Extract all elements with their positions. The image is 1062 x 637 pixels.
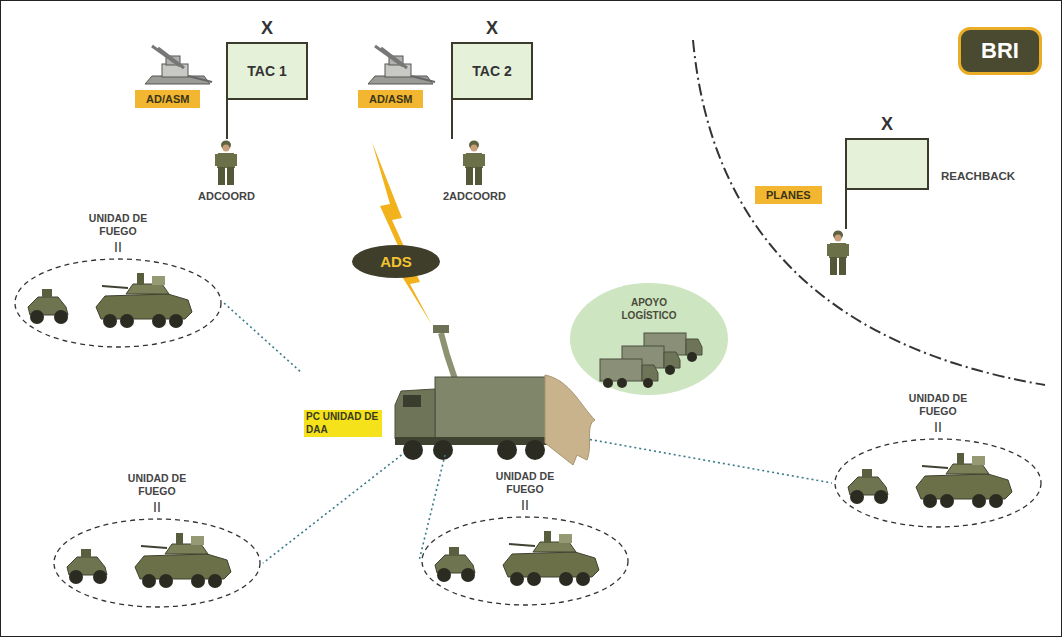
- gun-figure: [368, 46, 435, 84]
- command-flag: XTAC 2: [451, 42, 533, 100]
- light-vehicle: [435, 547, 475, 582]
- unit-heading: UNIDAD DE FUEGO: [111, 472, 203, 497]
- soldier-figure: [463, 141, 485, 186]
- role-tag: AD/ASM: [358, 90, 423, 108]
- unit-ellipse: [54, 519, 260, 607]
- link-line: [590, 440, 832, 484]
- armored-vehicle: [916, 453, 1012, 508]
- armored-vehicle: [503, 531, 599, 586]
- radio-link-bolt: [372, 142, 432, 325]
- light-vehicle: [848, 469, 888, 504]
- fire-unit: UNIDAD DE FUEGO II: [832, 392, 1044, 529]
- unit-heading: UNIDAD DE FUEGO: [72, 212, 164, 237]
- command-flag: XREACHBACK: [845, 138, 929, 190]
- supply-truck: [600, 359, 658, 388]
- flag-mark: X: [847, 114, 927, 134]
- post-label: PC UNIDAD DE DAA: [304, 410, 382, 437]
- unit-heading: UNIDAD DE FUEGO: [479, 470, 571, 495]
- area-boundary: [693, 40, 1045, 385]
- logistics-area: APOYO LOGÍSTICO: [570, 283, 728, 395]
- unit-size-symbol: II: [419, 497, 631, 514]
- link-line: [263, 455, 402, 563]
- fire-unit: UNIDAD DE FUEGO II: [419, 470, 631, 607]
- role-tag: AD/ASM: [135, 90, 200, 108]
- light-vehicle: [67, 549, 107, 584]
- unit-ellipse: [835, 439, 1041, 527]
- area-text: APOYO LOGÍSTICO: [604, 297, 694, 322]
- link-oval: ADS: [352, 245, 440, 278]
- soldier-figure: [215, 141, 237, 186]
- flag-name: REACHBACK: [941, 170, 1015, 182]
- role-label: ADCOORD: [198, 190, 255, 202]
- command-post: PC UNIDAD DE DAA: [300, 300, 590, 455]
- flag-pole: [845, 190, 847, 229]
- command-flag: XTAC 1: [226, 42, 308, 100]
- tag-text: AD/ASM: [146, 93, 189, 105]
- unit-ellipse: [422, 517, 628, 605]
- echelon-badge: BRI: [958, 27, 1042, 75]
- flag-pole: [451, 100, 453, 139]
- armored-vehicle: [96, 273, 192, 328]
- armored-vehicle: [135, 533, 231, 588]
- unit-size-symbol: II: [12, 239, 224, 256]
- role-tag: PLANES: [755, 186, 822, 204]
- flag-mark: X: [453, 18, 531, 38]
- flag-pole: [226, 100, 228, 139]
- role-label: 2ADCOORD: [443, 190, 506, 202]
- light-vehicle: [28, 289, 68, 324]
- unit-size-symbol: II: [51, 499, 263, 516]
- flag-mark: X: [228, 18, 306, 38]
- soldier-figure: [827, 231, 849, 276]
- unit-size-symbol: II: [832, 419, 1044, 436]
- unit-heading: UNIDAD DE FUEGO: [892, 392, 984, 417]
- unit-ellipse: [15, 259, 221, 347]
- command-vehicle: [395, 325, 595, 465]
- link-line: [419, 455, 445, 561]
- link-text: ADS: [380, 253, 412, 270]
- link-line: [224, 303, 300, 371]
- fire-unit: UNIDAD DE FUEGO II: [51, 472, 263, 609]
- tag-text: AD/ASM: [369, 93, 412, 105]
- flag-name: TAC 2: [472, 63, 511, 79]
- tag-text: PLANES: [766, 189, 811, 201]
- badge-text: BRI: [981, 38, 1019, 64]
- gun-figure: [145, 46, 212, 84]
- flag-name: TAC 1: [247, 63, 286, 79]
- fire-unit: UNIDAD DE FUEGO II: [12, 212, 224, 349]
